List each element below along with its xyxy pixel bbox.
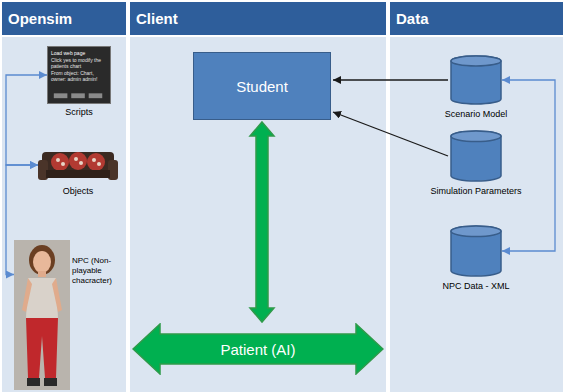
header-band: [2, 2, 126, 35]
header-band: [390, 2, 563, 35]
double-arrow: [250, 122, 274, 322]
column-panel: OpensimLoad web pageClick yes to modify …: [2, 2, 126, 392]
column-panel: ClientStudentPatient (AI): [130, 2, 386, 392]
data-store-caption: Simulation Parameters: [430, 186, 521, 196]
sofa-picture: [38, 148, 118, 182]
image-caption: Objects: [63, 186, 94, 196]
illustration-node: Objects: [38, 148, 118, 182]
column-panel: DataScenario ModelSimulation ParametersN…: [390, 2, 563, 392]
cylinder-outline: [450, 225, 502, 277]
data-store-caption: Scenario Model: [445, 109, 508, 119]
database-cylinder: Simulation Parameters: [450, 130, 502, 182]
actor-label: Student: [236, 78, 288, 95]
cylinder-outline: [450, 130, 502, 182]
connector-arrow: [502, 80, 555, 251]
image-caption: Scripts: [65, 107, 93, 117]
database-cylinder: NPC Data - XML: [450, 225, 502, 277]
illustration-node: NPC (Non-playable chacracter): [14, 240, 126, 390]
dialog-text: Click yes to modify the patients chart: [51, 57, 107, 69]
column-panel: [390, 37, 563, 392]
column-header: Data: [390, 2, 563, 35]
actor-box: Student: [193, 52, 331, 120]
character-label: NPC (Non-playable chacracter): [72, 256, 126, 286]
connector-arrow: [333, 79, 448, 80]
actor-label: Patient (AI): [220, 341, 295, 358]
database-cylinder: Scenario Model: [450, 55, 502, 105]
illustration-node: Load web pageClick yes to modify the pat…: [47, 46, 111, 104]
data-store-caption: NPC Data - XML: [442, 281, 509, 291]
dialog-text: Load web page: [51, 50, 107, 56]
double-arrow-shape: Patient (AI): [132, 323, 384, 375]
character-figure: [14, 240, 70, 390]
column-panel: [2, 37, 126, 392]
header-band: [130, 2, 386, 35]
dialog-text: From object: Chart, owner: admin admin!: [51, 70, 107, 82]
connector-arrow: [333, 112, 448, 156]
column-header: Opensim: [2, 2, 126, 35]
connector-arrow: [6, 75, 47, 165]
cylinder-outline: [450, 55, 502, 105]
column-panel: [130, 37, 386, 392]
column-header: Client: [130, 2, 386, 35]
